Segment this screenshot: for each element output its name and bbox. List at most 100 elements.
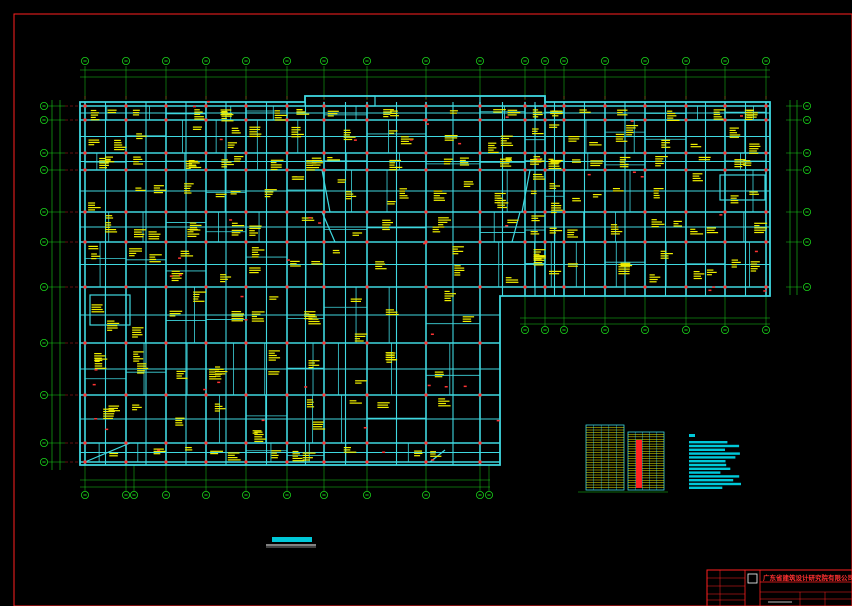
beam-annotation-text bbox=[382, 222, 393, 224]
beam-annotation-text bbox=[133, 358, 144, 360]
beam-annotation-text bbox=[551, 207, 562, 209]
grid-axis-circle-icon bbox=[541, 57, 550, 66]
beam-annotation-text bbox=[626, 127, 636, 129]
beam-annotation-text bbox=[497, 197, 503, 199]
beam-annotation-text bbox=[99, 160, 111, 162]
beam-annotation-text bbox=[532, 130, 538, 132]
beam-annotation-text bbox=[459, 157, 469, 159]
core-box bbox=[719, 174, 766, 201]
column-square-icon bbox=[322, 460, 326, 464]
beam-annotation-text bbox=[533, 249, 546, 251]
beam-annotation-text bbox=[533, 251, 541, 253]
column-square-icon bbox=[723, 285, 727, 289]
column-square-icon bbox=[365, 151, 369, 155]
beam-annotation-text bbox=[731, 259, 738, 261]
slab-note-mark bbox=[240, 295, 244, 298]
beam-annotation-text bbox=[132, 404, 140, 406]
beam-annotation-text bbox=[618, 268, 630, 270]
beam-annotation-text bbox=[500, 144, 514, 146]
beam-annotation-text bbox=[90, 114, 99, 116]
beam-annotation-text bbox=[189, 229, 201, 231]
beam-annotation-text bbox=[549, 230, 563, 232]
beam-annotation-text bbox=[749, 148, 759, 150]
beam-annotation-text bbox=[382, 219, 391, 221]
beam-annotation-text bbox=[343, 136, 356, 138]
beam-annotation-text bbox=[114, 139, 121, 141]
beam-annotation-text bbox=[343, 132, 351, 134]
beam-annotation-text bbox=[107, 327, 118, 329]
beam-annotation-text bbox=[438, 224, 444, 226]
column-square-icon bbox=[124, 151, 128, 155]
column-square-icon bbox=[204, 151, 208, 155]
beam-annotation-text bbox=[308, 367, 314, 369]
beam-annotation-text bbox=[610, 233, 620, 235]
beam-annotation-text bbox=[615, 136, 624, 138]
column-square-icon bbox=[83, 151, 87, 155]
beam-annotation-text bbox=[214, 403, 220, 405]
beam-annotation-text bbox=[350, 300, 361, 302]
axis-bubble-mark bbox=[643, 60, 647, 62]
column-square-icon bbox=[684, 118, 688, 122]
beam-annotation-text bbox=[443, 163, 451, 165]
axis-bubble-mark bbox=[684, 329, 688, 331]
column-square-icon bbox=[643, 240, 647, 244]
beam-annotation-text bbox=[176, 373, 184, 375]
column-square-icon bbox=[204, 285, 208, 289]
beam-annotation-text bbox=[148, 238, 160, 240]
column-square-icon bbox=[684, 285, 688, 289]
column-square-icon bbox=[543, 210, 547, 214]
beam-annotation-text bbox=[345, 195, 357, 197]
beam-annotation-text bbox=[327, 113, 338, 115]
column-square-icon bbox=[543, 285, 547, 289]
slab-note-mark bbox=[382, 451, 386, 453]
beam-annotation-text bbox=[690, 143, 698, 145]
beam-annotation-text bbox=[567, 236, 578, 238]
beam-annotation-text bbox=[188, 160, 195, 162]
column-square-icon bbox=[523, 118, 527, 122]
column-square-icon bbox=[543, 168, 547, 172]
slab-note-mark bbox=[505, 116, 509, 118]
grid-axis-circle-icon bbox=[762, 57, 771, 66]
axis-bubble-mark bbox=[805, 169, 809, 171]
slab-note-mark bbox=[630, 120, 634, 122]
beam-annotation-text bbox=[530, 233, 540, 235]
notes-table-row bbox=[689, 463, 727, 467]
column-square-icon bbox=[83, 210, 87, 214]
beam-annotation-text bbox=[231, 317, 244, 320]
beam-annotation-text bbox=[103, 417, 113, 419]
beam-annotation-text bbox=[620, 262, 631, 264]
beam-annotation-text bbox=[234, 160, 241, 162]
column-square-icon bbox=[83, 168, 87, 172]
beam-annotation-text bbox=[354, 333, 368, 335]
notes-table-row bbox=[689, 475, 740, 478]
beam-annotation-text bbox=[532, 111, 543, 113]
slab-note-mark bbox=[754, 250, 758, 253]
beam-annotation-text bbox=[579, 109, 587, 111]
column-square-icon bbox=[244, 460, 248, 464]
beam-annotation-text bbox=[549, 270, 562, 272]
grid-axis-circle-icon bbox=[161, 57, 170, 66]
beam-annotation-text bbox=[462, 316, 475, 318]
beam-annotation-text bbox=[221, 115, 232, 117]
beam-annotation-text bbox=[389, 162, 396, 164]
beam-annotation-text bbox=[90, 112, 99, 114]
beam-annotation-text bbox=[194, 118, 205, 120]
column-square-icon bbox=[603, 240, 607, 244]
beam-annotation-text bbox=[274, 117, 282, 119]
beam-annotation-text bbox=[343, 138, 353, 141]
beam-annotation-text bbox=[132, 109, 140, 111]
beam-annotation-text bbox=[438, 405, 451, 407]
grid-axis-circle-icon bbox=[421, 57, 430, 66]
beam-annotation-text bbox=[337, 181, 345, 183]
beam-annotation-text bbox=[134, 231, 142, 233]
beam-annotation-text bbox=[548, 163, 559, 165]
slab-note-mark bbox=[206, 100, 210, 103]
beam-annotation-text bbox=[306, 164, 313, 166]
notes-table-row bbox=[689, 460, 726, 463]
beam-annotation-text bbox=[105, 215, 113, 217]
beam-annotation-text bbox=[589, 142, 598, 144]
beam-annotation-text bbox=[383, 116, 389, 118]
beam-annotation-text bbox=[692, 175, 700, 177]
grid-axis-circle-icon bbox=[601, 325, 610, 334]
beam-annotation-text bbox=[449, 112, 457, 114]
